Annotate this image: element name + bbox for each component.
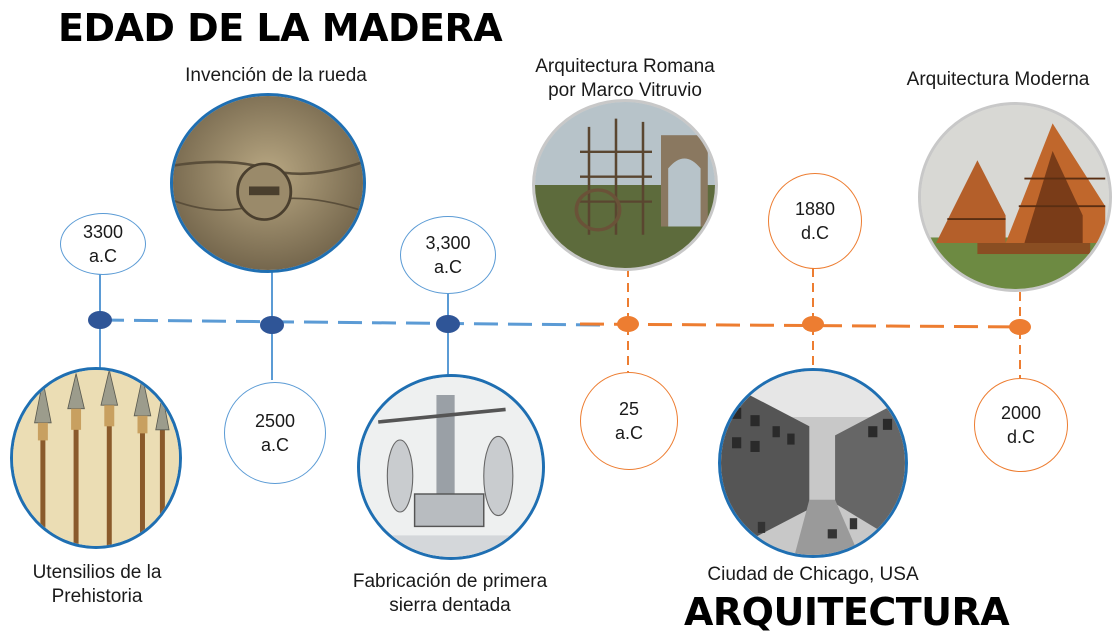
date-year: 1880: [794, 199, 836, 219]
date-era: a.C: [433, 257, 462, 277]
caption-line: Ciudad de Chicago, USA: [707, 564, 919, 585]
caption-line: Fabricación de primera: [352, 571, 548, 592]
caption-line: por Marco Vitruvio: [548, 80, 702, 101]
caption-arquitectura-moderna: Arquitectura Moderna: [886, 68, 1110, 92]
date-year: 2000: [1000, 403, 1042, 423]
date-bubble-3300-ac-saw: 3,300 a.C: [400, 216, 496, 294]
timeline-node-1: [88, 311, 112, 329]
caption-line: Arquitectura Romana: [535, 56, 715, 77]
caption-utensilios-prehistoria: Utensilios de la Prehistoria: [8, 561, 186, 609]
caption-line: Utensilios de la: [32, 562, 162, 583]
timeline-node-2: [260, 316, 284, 334]
date-year: 25: [618, 399, 640, 419]
timeline-line-blue: [99, 318, 601, 327]
modern-wood-house-image: [918, 102, 1112, 292]
timeline-node-6: [1009, 319, 1031, 335]
date-era: a.C: [614, 423, 643, 443]
date-bubble-2500-ac: 2500 a.C: [224, 382, 326, 484]
date-bubble-2000-dc: 2000 d.C: [974, 378, 1068, 472]
date-bubble-1880-dc: 1880 d.C: [768, 173, 862, 269]
caption-line: Prehistoria: [51, 586, 143, 607]
stone-wheel-image: [170, 93, 366, 273]
date-era: d.C: [1006, 427, 1035, 447]
caption-arquitectura-romana: Arquitectura Romana por Marco Vitruvio: [512, 55, 738, 103]
date-era: a.C: [260, 435, 289, 455]
date-year: 3300: [82, 222, 124, 242]
title-edad-de-la-madera: EDAD DE LA MADERA: [58, 6, 503, 50]
roman-architecture-image: [532, 99, 718, 271]
timeline-node-3: [436, 315, 460, 333]
timeline-node-4: [617, 316, 639, 332]
caption-invencion-rueda: Invención de la rueda: [160, 64, 392, 88]
date-bubble-3300-ac: 3300 a.C: [60, 213, 146, 275]
chicago-street-image: [718, 368, 908, 558]
prehistoric-spears-image: [10, 367, 182, 549]
caption-line: Arquitectura Moderna: [906, 69, 1090, 90]
title-arquitectura: ARQUITECTURA: [684, 590, 1010, 634]
caption-ciudad-chicago: Ciudad de Chicago, USA: [682, 563, 944, 587]
date-year: 3,300: [425, 233, 471, 253]
caption-line: Invención de la rueda: [185, 65, 367, 86]
date-year: 2500: [254, 411, 296, 431]
date-era: d.C: [800, 223, 829, 243]
date-era: a.C: [88, 246, 117, 266]
saw-engraving-image: [357, 374, 545, 560]
timeline-node-5: [802, 316, 824, 332]
date-bubble-25-ac: 25 a.C: [580, 372, 678, 470]
caption-sierra-dentada: Fabricación de primera sierra dentada: [328, 570, 572, 618]
caption-line: sierra dentada: [389, 595, 511, 616]
